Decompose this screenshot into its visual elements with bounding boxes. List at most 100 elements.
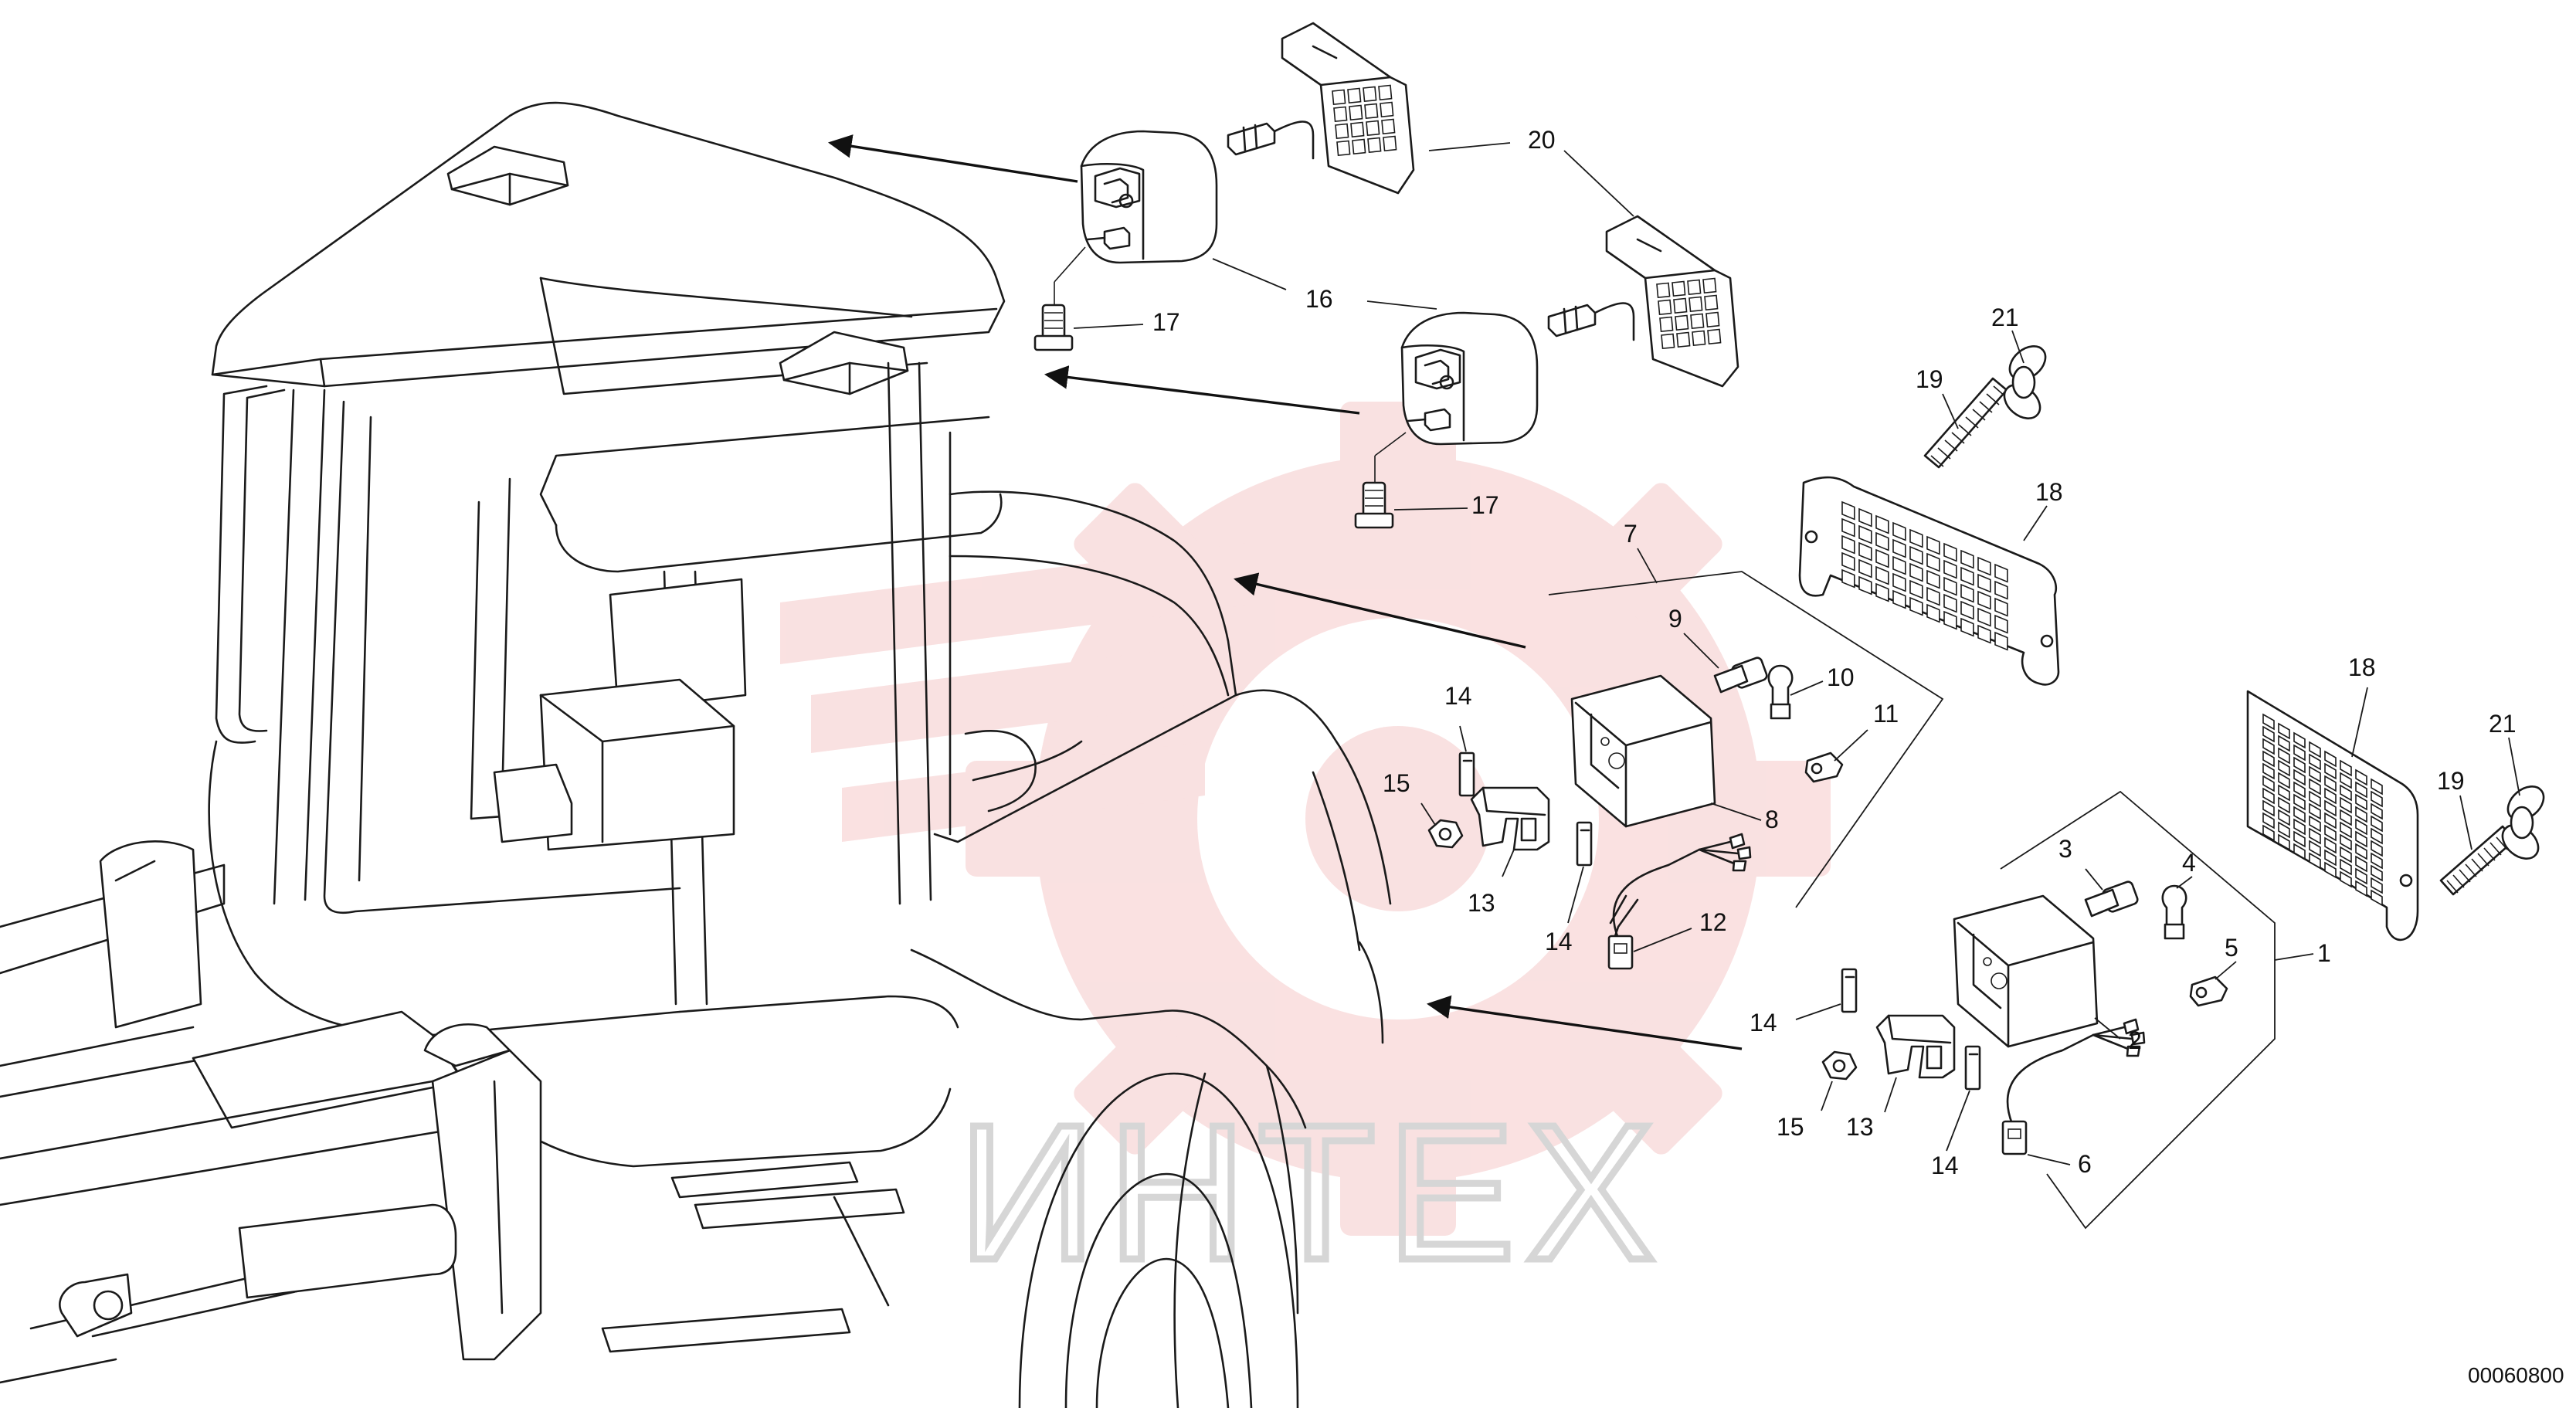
bulb-11	[1804, 751, 1844, 783]
lamp-guard-18-upper	[1798, 476, 2060, 686]
guard-grid-cell	[1688, 296, 1703, 313]
callout-4: 4	[2182, 849, 2196, 877]
guard-grid-cell	[1366, 120, 1380, 137]
guard-grid-cell	[2309, 802, 2321, 820]
guard-grid-cell	[2293, 731, 2306, 749]
guard-grid-cell	[2309, 778, 2321, 796]
callout-18-lower: 18	[2348, 653, 2376, 681]
guard-grid-cell	[1875, 531, 1889, 551]
guard-grid-cell	[1875, 565, 1889, 585]
guard-grid-cell	[1994, 614, 2008, 634]
guard-grid-cell	[2293, 806, 2306, 823]
callout-12: 12	[1699, 908, 1727, 936]
guard-grid-cell	[2262, 750, 2275, 768]
thread-line	[2452, 874, 2465, 888]
guard-grid-cell	[1661, 333, 1675, 350]
guard-grid-cell	[1858, 507, 1872, 528]
thread-line	[1986, 393, 2000, 405]
screw-3	[2084, 880, 2139, 918]
work-lamp-upper	[1054, 130, 1218, 305]
guard-grid-cell	[1707, 328, 1722, 345]
guard-grid-cell	[1690, 313, 1705, 330]
bulb-10	[1767, 664, 1794, 720]
guard-grid-cell	[1656, 282, 1671, 299]
guard-grid-cell	[2278, 809, 2290, 826]
guard-grid-cell	[1994, 631, 2008, 651]
thread-line	[1937, 447, 1951, 460]
guard-grid-cell	[2278, 722, 2290, 740]
guard-grid-cell	[1841, 534, 1855, 555]
guard-grid-cell	[2355, 880, 2367, 897]
guard-grid-cell	[1381, 118, 1396, 135]
guard-grid-cell	[1841, 517, 1855, 538]
guard-grid-cell	[2371, 864, 2383, 882]
guard-grid-cell	[2293, 830, 2306, 848]
callout-3: 3	[2058, 835, 2072, 863]
guard-grid-cell	[1926, 535, 1940, 555]
nut-15-right	[1821, 1050, 1858, 1081]
guard-grid-cell	[1960, 617, 1974, 637]
guard-grid-cell	[1378, 84, 1393, 101]
guard-grid-cell	[1943, 542, 1957, 562]
guard-grid-cell	[1994, 597, 2008, 617]
guard-grid-cell	[2371, 815, 2383, 833]
guard-grid-cell	[1909, 545, 1923, 565]
drawing-code: 00060800	[2468, 1363, 2564, 1387]
thread-line	[1979, 401, 1993, 413]
callout-16: 16	[1305, 285, 1333, 313]
callout-15-right: 15	[1777, 1113, 1804, 1141]
lamp-guard-lower	[1605, 215, 1739, 388]
guard-grid-cell	[2309, 753, 2321, 771]
guard-grid-cell	[2324, 861, 2337, 879]
guard-grid-cell	[2324, 775, 2337, 792]
guard-grid-cell	[2355, 781, 2367, 799]
bolt-17-upper	[1033, 304, 1074, 351]
guard-grid-cell	[1383, 135, 1397, 152]
guard-grid-cell	[2278, 747, 2290, 765]
guard-grid-cell	[2293, 756, 2306, 774]
guard-grid-cell	[1943, 593, 1957, 613]
watermark-gear-logo	[780, 402, 1831, 1236]
callout-11: 11	[1873, 700, 1899, 728]
guard-grid-cell	[2293, 768, 2306, 786]
guard-grid-cell	[2340, 858, 2352, 876]
wing-nut-21-upper	[2003, 345, 2047, 419]
guard-grid-cell	[2262, 725, 2275, 743]
thread-line	[2465, 863, 2477, 877]
stud-19-upper	[1923, 377, 2008, 469]
callout-18-upper: 18	[2035, 478, 2063, 506]
guard-grid-cell	[2278, 821, 2290, 839]
guard-grid-cell	[1926, 603, 1940, 623]
thread-line	[1951, 432, 1965, 444]
thread-line	[1930, 455, 1944, 467]
guard-grid-cell	[1909, 596, 1923, 616]
clip-14-b	[1576, 821, 1593, 867]
guard-grid-cell	[1676, 331, 1691, 348]
guard-grid-cell	[2371, 889, 2383, 907]
guard-grid-cell	[2309, 840, 2321, 857]
guard-grid-cell	[2309, 765, 2321, 783]
guard-grid-cell	[1692, 330, 1706, 347]
guard-grid-cell	[1994, 580, 2008, 600]
guard-grid-cell	[1841, 500, 1855, 521]
guard-grid-cell	[2262, 799, 2275, 817]
guard-grid-cell	[1977, 590, 1991, 610]
guard-grid-cell	[2355, 843, 2367, 860]
guard-grid-cell	[2355, 867, 2367, 885]
guard-grid-cell	[1926, 586, 1940, 606]
guard-grid-cell	[1672, 280, 1686, 297]
nut-15-left	[1427, 819, 1464, 849]
guard-grid-cell	[1858, 575, 1872, 595]
guard-grid-cell	[2324, 849, 2337, 867]
guard-grid-cell	[2340, 759, 2352, 777]
guard-grid-cell	[1943, 610, 1957, 630]
callout-14-a: 14	[1444, 682, 1472, 710]
guard-grid-cell	[2324, 799, 2337, 817]
loader-cab-outline	[0, 101, 1392, 1408]
guard-grid-cell	[2324, 750, 2337, 768]
guard-grid-cell	[1892, 589, 1906, 609]
callout-15-left: 15	[1383, 769, 1410, 797]
callout-21-upper: 21	[1991, 304, 2019, 331]
guard-grid-cell	[1926, 552, 1940, 572]
thread-line	[2489, 842, 2502, 856]
